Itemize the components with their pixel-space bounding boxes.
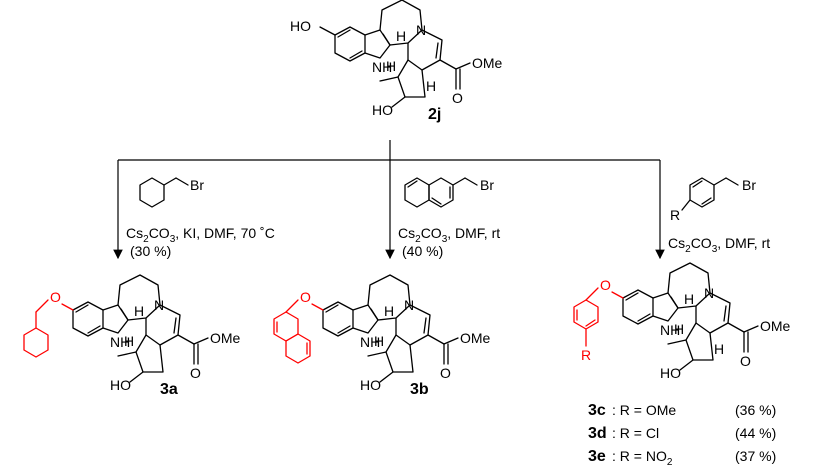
svg-text:N: N [154, 297, 164, 313]
table-row-substituent: : R = Cl [612, 425, 659, 441]
compound-label-3b: 3b [410, 381, 429, 398]
svg-text:NH: NH [360, 334, 380, 350]
svg-text:NH: NH [110, 334, 130, 350]
svg-text:H: H [714, 341, 724, 357]
svg-text:N: N [704, 285, 714, 301]
reagent-c-r: R [670, 207, 680, 223]
reagent-b-yield: (40 %) [402, 243, 443, 259]
product-3a: NH N H H OMe O HO O 3a [23, 274, 241, 398]
svg-text:H: H [124, 333, 134, 349]
svg-text:NH: NH [660, 322, 680, 338]
svg-text:N: N [404, 297, 414, 313]
reagent-c-conditions: Cs2CO3, DMF, rt [668, 235, 770, 255]
table-row-yield: (37 %) [735, 448, 776, 464]
atom-n: N [416, 22, 426, 38]
product-yield-table: 3c : R = OMe (36 %) 3d : R = Cl (44 %) 3e : R =… [588, 402, 776, 468]
svg-text:H: H [384, 303, 394, 319]
atom-ome: OMe [472, 55, 503, 71]
atom-ho-top: HO [290, 18, 311, 34]
table-row-yield: (44 %) [735, 425, 776, 441]
svg-text:H: H [674, 321, 684, 337]
compound-label-2j: 2j [428, 106, 441, 123]
table-row-substituent: : R = OMe [612, 402, 676, 418]
atom-ho-bottom: HO [372, 102, 393, 118]
reagent-a: Br Cs2CO3, KI, DMF, 70 ˚C (30 %) [126, 177, 275, 259]
product-3a-o: O [50, 289, 61, 305]
atom-nh: NH [372, 59, 392, 75]
product-3c-o: O [600, 277, 611, 293]
atom-h2: H [386, 58, 396, 74]
product-3b: NH N H H OMe O HO O 3b [273, 274, 491, 398]
table-row-label: 3e [588, 448, 606, 465]
product-3c-r: R [581, 347, 591, 363]
table-row-yield: (36 %) [735, 402, 776, 418]
reagent-b-br: Br [480, 177, 494, 193]
table-row-label: 3c [588, 402, 606, 419]
atom-h1: H [396, 28, 406, 44]
reagent-c: Br R Cs2CO3, DMF, rt [668, 177, 770, 255]
svg-text:HO: HO [110, 377, 131, 393]
table-row-substituent: : R = NO2 [612, 448, 673, 468]
reagent-b: Br Cs2CO3, DMF, rt (40 %) [398, 177, 500, 259]
reagent-a-conditions: Cs2CO3, KI, DMF, 70 ˚C [126, 225, 275, 245]
svg-text:H: H [134, 303, 144, 319]
svg-text:HO: HO [660, 365, 681, 381]
reagent-a-yield: (30 %) [130, 243, 171, 259]
atom-h3: H [426, 78, 436, 94]
starting-material-2j: HO NH N H H H OMe O HO 2j [290, 0, 503, 123]
reagent-b-conditions: Cs2CO3, DMF, rt [398, 225, 500, 245]
svg-text:O: O [190, 365, 201, 381]
svg-text:O: O [740, 353, 751, 369]
svg-text:H: H [374, 333, 384, 349]
svg-text:OMe: OMe [460, 330, 491, 346]
reagent-c-br: Br [742, 177, 756, 193]
table-row-label: 3d [588, 425, 607, 442]
svg-text:OMe: OMe [210, 330, 241, 346]
svg-text:OMe: OMe [760, 318, 791, 334]
atom-o-ester: O [452, 90, 463, 106]
compound-label-3a: 3a [160, 381, 178, 398]
reagent-a-br: Br [190, 177, 204, 193]
reaction-arrows [113, 140, 665, 260]
svg-text:HO: HO [360, 377, 381, 393]
product-3b-o: O [300, 289, 311, 305]
svg-text:O: O [440, 365, 451, 381]
svg-text:H: H [684, 291, 694, 307]
product-3c-e: NH N H H H OMe O HO O R [573, 262, 791, 381]
